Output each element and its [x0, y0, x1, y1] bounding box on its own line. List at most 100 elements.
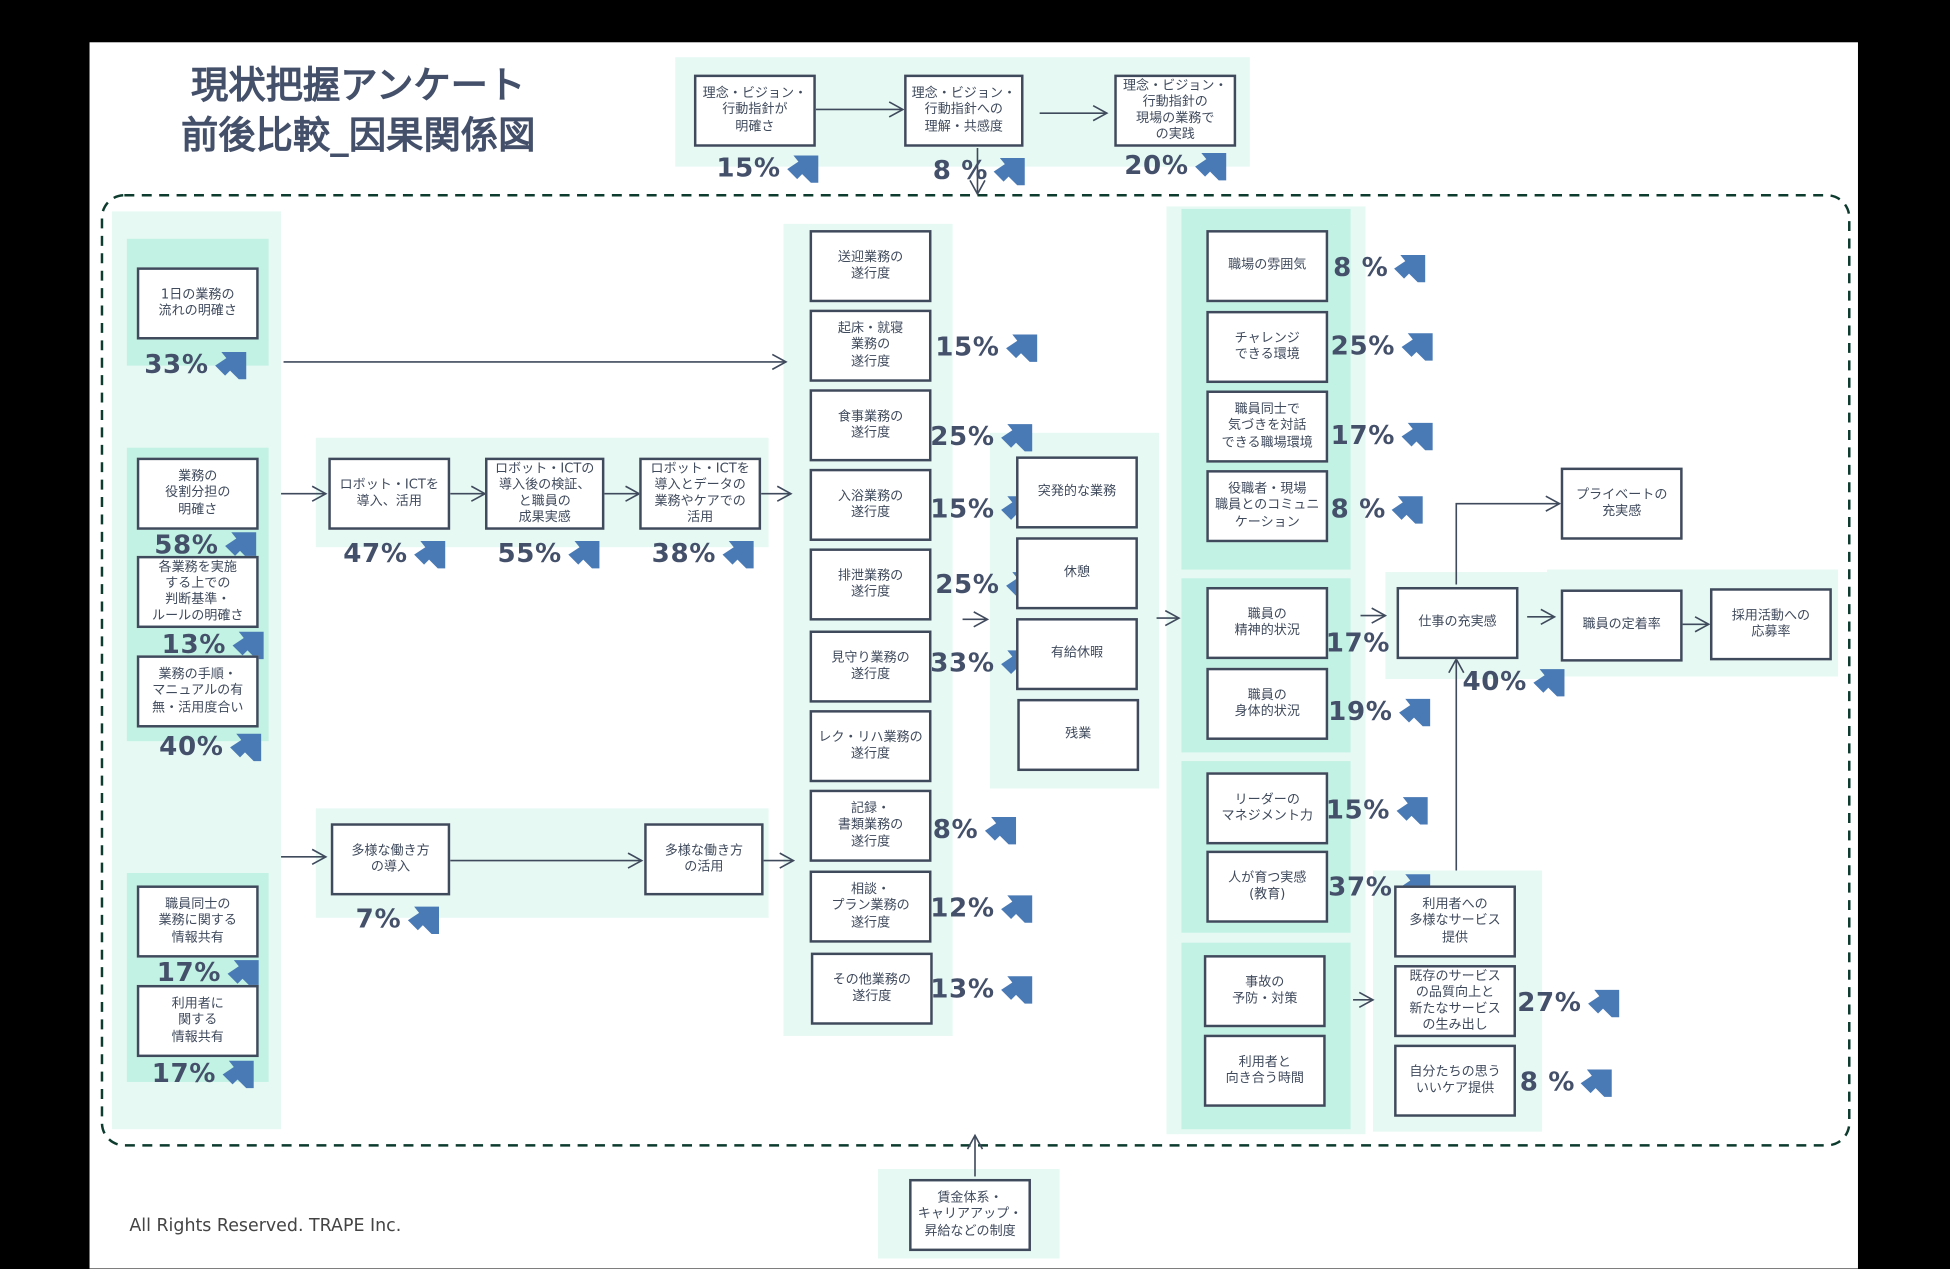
node-label: 職員の定着率 — [1582, 617, 1661, 633]
node-wage-system: 賃金体系・ キャリアアップ・ 昇給などの制度 — [909, 1178, 1031, 1252]
change-value: 13% — [161, 629, 227, 660]
change-value: 15% — [930, 493, 995, 524]
change-value: 17% — [1330, 420, 1396, 451]
node-label: 休憩 — [1063, 565, 1091, 581]
node-label: 業務の手順・ マニュアルの有 無・活用度合い — [152, 666, 244, 715]
increase-arrow-icon — [229, 733, 261, 762]
node-dialogue-environment: 職員同士で 気づきを対話 できる職場環境 — [1206, 390, 1329, 463]
page-title: 現状把握アンケート 前後比較_因果関係図 — [180, 64, 536, 158]
node-task-other-change: 13% — [930, 973, 1034, 1005]
node-label: 人が育つ実感 (教育) — [1228, 870, 1307, 902]
node-label: リーダーの マネジメント力 — [1221, 792, 1313, 824]
node-leader-management: リーダーの マネジメント力 — [1206, 772, 1329, 845]
change-value: 8% — [932, 814, 979, 845]
increase-arrow-icon — [413, 540, 445, 569]
node-service-quality: 既存のサービス の品質向上と 新たなサービス の生み出し — [1394, 965, 1516, 1038]
increase-arrow-icon — [1396, 797, 1428, 825]
change-value: 58% — [154, 529, 219, 560]
node-task-wake-sleep-change: 15% — [935, 331, 1039, 363]
node-label: 役職者・現場 職員とのコミュニ ケーション — [1215, 481, 1320, 530]
increase-arrow-icon — [224, 532, 256, 560]
node-label: 賃金体系・ キャリアアップ・ 昇給などの制度 — [917, 1190, 1023, 1239]
node-break: 休憩 — [1016, 537, 1138, 610]
node-label: 事故の 予防・対策 — [1232, 974, 1298, 1007]
increase-arrow-icon — [227, 960, 259, 988]
node-management-communication-change: 8 % — [1331, 492, 1426, 524]
node-label: 多様な働き方 の活用 — [664, 843, 744, 875]
node-label: 職員の 精神的状況 — [1234, 606, 1300, 638]
change-value: 8 % — [1519, 1067, 1576, 1097]
increase-arrow-icon — [994, 157, 1026, 186]
node-philosophy-understanding: 理念・ビジョン・ 行動指針への 理解・共感度 — [904, 74, 1024, 147]
node-label: 見守り業務の 遂行度 — [831, 650, 910, 682]
node-private-fulfillment: プライベートの 充実感 — [1560, 467, 1683, 540]
node-challenge-environment-change: 25% — [1331, 330, 1435, 362]
node-label: 利用者に 関する 情報共有 — [171, 996, 224, 1045]
change-value: 8 % — [932, 155, 989, 186]
increase-arrow-icon — [1392, 496, 1424, 524]
change-value: 13% — [930, 973, 995, 1004]
node-label: 職員同士で 気づきを対話 できる職場環境 — [1221, 402, 1313, 450]
node-philosophy-practice: 理念・ビジョン・ 行動指針の 現場の業務で の実践 — [1114, 74, 1237, 147]
node-challenge-environment: チャレンジ できる環境 — [1206, 310, 1329, 384]
node-paid-leave: 有給休暇 — [1016, 618, 1138, 691]
change-value: 8 % — [1330, 493, 1386, 524]
increase-arrow-icon — [232, 631, 264, 660]
node-label: 残業 — [1065, 726, 1092, 742]
increase-arrow-icon — [1000, 976, 1032, 1004]
node-good-care: 自分たちの思う いいケア提供 — [1394, 1044, 1516, 1117]
node-philosophy-clarity: 理念・ビジョン・ 行動指針が 明確さ — [693, 74, 816, 147]
node-label: 突発的な業務 — [1037, 484, 1117, 500]
increase-arrow-icon — [722, 540, 754, 569]
node-robot-ict-data-use: ロボット・ICTを 導入とデータの 業務やケアでの 活用 — [639, 457, 762, 530]
node-label: 各業務を実施 する上での 判断基準・ ルールの明確さ — [152, 559, 244, 624]
increase-arrow-icon — [407, 906, 439, 934]
increase-arrow-icon — [1394, 254, 1426, 283]
node-judgement-rules-change: 13% — [162, 628, 266, 660]
node-good-care-change: 8 % — [1520, 1066, 1615, 1098]
change-value: 8 % — [1333, 252, 1389, 283]
node-manual-usage: 業務の手順・ マニュアルの有 無・活用度合い — [136, 655, 259, 728]
node-robot-ict-verification-change: 55% — [497, 537, 601, 569]
node-label: プライベートの 充実感 — [1575, 487, 1668, 519]
change-value: 25% — [930, 421, 995, 452]
increase-arrow-icon — [1398, 698, 1430, 727]
node-robot-ict-verification: ロボット・ICTの 導入後の検証、 と職員の 成果実感 — [485, 457, 605, 530]
change-value: 25% — [935, 569, 1000, 600]
change-value: 38% — [651, 538, 717, 569]
increase-arrow-icon — [214, 351, 246, 380]
node-task-records-change: 8% — [933, 813, 1018, 845]
node-label: 既存のサービス の品質向上と 新たなサービス の生み出し — [1409, 968, 1501, 1033]
change-value: 15% — [716, 152, 781, 183]
node-task-meal-change: 25% — [930, 420, 1034, 452]
node-user-info-sharing-change: 17% — [152, 1057, 256, 1089]
node-recruitment-rate: 採用活動への 応募率 — [1709, 588, 1832, 661]
node-task-other: その他業務の 遂行度 — [810, 952, 933, 1025]
node-staff-info-sharing: 職員同士の 業務に関する 情報共有 — [136, 885, 259, 958]
node-label: 職員の 身体的状況 — [1234, 687, 1300, 719]
node-task-consultation: 相談・ プラン業務の 遂行度 — [809, 870, 932, 943]
node-sudden-work: 突発的な業務 — [1016, 456, 1138, 529]
change-value: 7% — [355, 904, 402, 934]
node-label: 仕事の充実感 — [1418, 614, 1497, 630]
node-label: 食事業務の 遂行度 — [837, 408, 904, 441]
node-robot-ict-data-use-change: 38% — [652, 537, 756, 569]
change-value: 33% — [144, 349, 209, 380]
node-management-communication: 役職者・現場 職員とのコミュニ ケーション — [1206, 470, 1329, 543]
change-value: 40% — [1462, 666, 1527, 697]
node-label: 起床・就寝 業務の 遂行度 — [837, 321, 904, 369]
change-value: 17% — [156, 957, 222, 988]
change-value: 15% — [935, 332, 1000, 362]
increase-arrow-icon — [984, 817, 1016, 845]
node-manual-usage-change: 40% — [159, 730, 263, 762]
node-time-with-users: 利用者と 向き合う時間 — [1203, 1034, 1326, 1107]
node-label: ロボット・ICTの 導入後の検証、 と職員の 成果実感 — [495, 461, 595, 525]
node-staff-physical-change: 19% — [1328, 695, 1432, 727]
node-robot-ict-adoption-change: 47% — [343, 537, 447, 569]
increase-arrow-icon — [1587, 989, 1619, 1018]
node-staff-retention: 職員の定着率 — [1560, 589, 1683, 662]
node-overtime: 残業 — [1017, 698, 1140, 772]
node-label: 理念・ビジョン・ 行動指針が 明確さ — [702, 86, 808, 134]
node-workplace-atmosphere-change: 8 % — [1333, 251, 1428, 283]
node-label: 業務の 役割分担の 明確さ — [165, 469, 231, 517]
